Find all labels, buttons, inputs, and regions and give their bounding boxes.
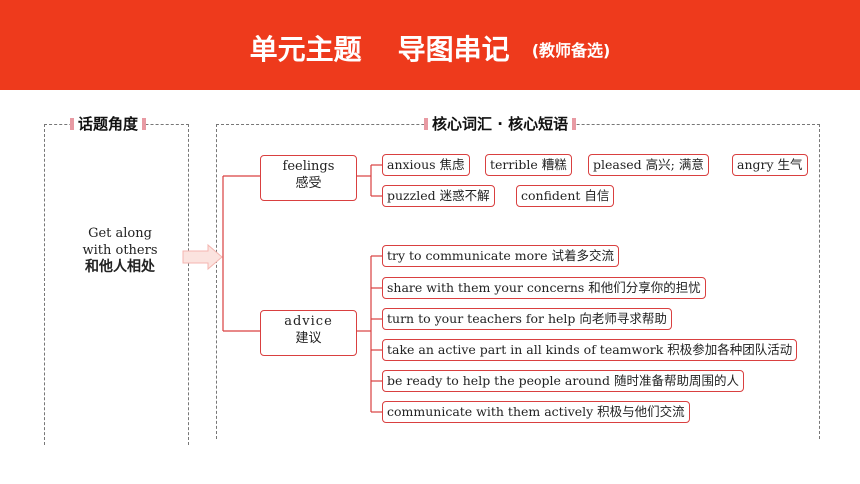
advice-leaf-4: take an active part in all kinds of team… [382,339,798,361]
feelings-leaf-terrible: terrible 糟糕 [485,154,572,176]
header-banner: 单元主题 导图串记 (教师备选) [0,0,860,90]
feelings-node-en: feelings [282,159,335,174]
central-topic: Get along with others 和他人相处 [60,225,180,276]
advice-node-cn: 建议 [295,331,322,346]
advice-leaf-5: be ready to help the people around 随时准备帮… [382,370,744,392]
advice-leaf-3: turn to your teachers for help 向老师寻求帮助 [382,308,672,330]
feelings-leaf-confident: confident 自信 [516,185,615,207]
header-title-sub: 导图串记 [397,33,510,66]
advice-node: advice 建议 [260,310,357,356]
topic-cn: 和他人相处 [85,259,155,275]
header-title-note: (教师备选) [531,41,611,60]
topic-en-line1: Get along [88,226,152,241]
header-title-main: 单元主题 [249,33,362,66]
left-section-title: 话题角度 [70,113,147,135]
feelings-leaf-anxious: anxious 焦虑 [382,154,470,176]
feelings-node: feelings 感受 [260,155,357,201]
right-section-title: 核心词汇 · 核心短语 [424,113,577,135]
left-section-title-text: 话题角度 [78,115,139,133]
feelings-leaf-angry: angry 生气 [732,154,808,176]
advice-node-en: advice [284,314,333,329]
topic-arrow [182,243,223,271]
right-section-title-text: 核心词汇 · 核心短语 [432,115,569,133]
feelings-leaf-pleased: pleased 高兴; 满意 [588,154,709,176]
advice-leaf-2: share with them your concerns 和他们分享你的担忧 [382,277,706,299]
topic-en-line2: with others [82,243,158,258]
advice-leaf-6: communicate with them actively 积极与他们交流 [382,401,690,423]
feelings-node-cn: 感受 [295,176,322,191]
advice-leaf-1: try to communicate more 试着多交流 [382,245,619,267]
feelings-leaf-puzzled: puzzled 迷惑不解 [382,185,495,207]
header-title: 单元主题 导图串记 (教师备选) [0,28,860,68]
